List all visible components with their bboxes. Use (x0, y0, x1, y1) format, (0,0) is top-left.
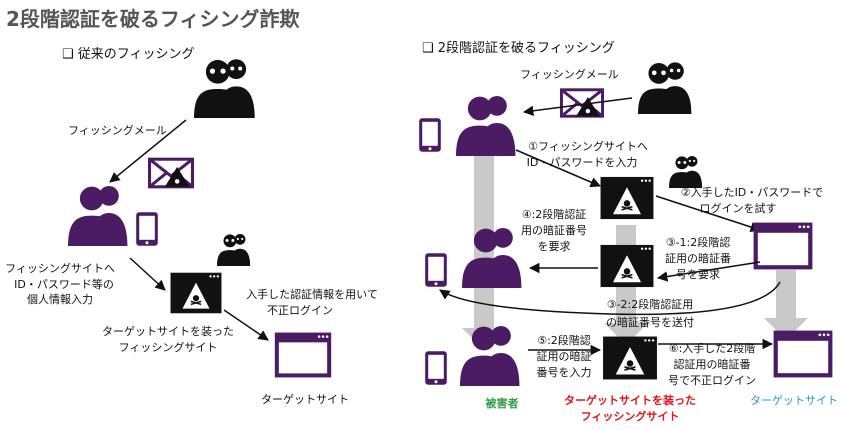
svg-text:フィッシングサイト: フィッシングサイト (581, 409, 680, 423)
left-phishing-site-icon (170, 272, 222, 314)
step1-arrow (515, 149, 601, 188)
svg-text:証用の暗証番: 証用の暗証番 (665, 251, 731, 265)
left-target-label: ターゲットサイト (261, 393, 349, 406)
left-target-site-icon (274, 332, 332, 378)
hacker-icon (669, 155, 703, 188)
step6-label: ⑥:入手した2段階 認証用の暗証番 号で不正ログイン (668, 341, 756, 387)
phishing-mail-icon (148, 157, 194, 189)
svg-text:②入手したID・パスワードで: ②入手したID・パスワードで (681, 185, 824, 199)
right-phishing-site-icon (600, 244, 654, 288)
svg-text:入手した認証情報を用いて: 入手した認証情報を用いて (246, 287, 378, 301)
step2-label: ②入手したID・パスワードで ログインを試す (681, 185, 824, 215)
smartphone-icon (136, 212, 158, 246)
step3-1-arrow (656, 261, 761, 282)
left-login-arrow (223, 309, 269, 341)
right-mail-label: フィッシングメール (520, 67, 619, 81)
left-input-label: フィッシングサイトへ ID・パスワード等の 個人情報入力 (5, 261, 115, 306)
victim-person-icon (68, 185, 128, 246)
victim-person-icon (460, 325, 520, 386)
right-target-site-icon (773, 330, 833, 378)
victim-label: 被害者 (486, 396, 519, 410)
hacker-icon (217, 233, 251, 266)
svg-text:番号を入力: 番号を入力 (537, 366, 592, 379)
svg-text:証用の暗証: 証用の暗証 (537, 349, 592, 363)
smartphone-icon (419, 118, 441, 152)
svg-text:ID・パスワードを入力: ID・パスワードを入力 (527, 156, 638, 169)
svg-text:ターゲットサイトを装った: ターゲットサイトを装った (564, 393, 696, 407)
svg-text:認証用の暗証番: 認証用の暗証番 (674, 357, 751, 371)
svg-text:を要求: を要求 (538, 240, 571, 253)
step1-label: ①フィッシングサイトへ ID・パスワードを入力 (527, 139, 648, 169)
left-mail-label: フィッシングメール (68, 123, 167, 137)
svg-text:ターゲットサイトを装った: ターゲットサイトを装った (102, 325, 234, 338)
step3-1-label: ③-1:2段階認 証用の暗証番 号を要求 (665, 235, 731, 281)
svg-text:⑤:2段階認: ⑤:2段階認 (537, 333, 591, 347)
step4-label: ④:2段階認証 用の暗証番号 を要求 (521, 207, 587, 253)
svg-text:⑥:入手した2段階: ⑥:入手した2段階 (669, 341, 756, 355)
svg-text:フィッシングサイトへ: フィッシングサイトへ (5, 261, 115, 275)
smartphone-icon (425, 253, 447, 287)
right-heading: ❑ 2段階認証を破るフィッシング (422, 40, 615, 56)
svg-text:③-2:2段階認証用: ③-2:2段階認証用 (607, 297, 694, 311)
svg-text:ログインを試す: ログインを試す (700, 201, 777, 215)
svg-text:ID・パスワード等の: ID・パスワード等の (14, 277, 114, 291)
right-phishing-site-icon (602, 336, 658, 380)
smartphone-icon (425, 351, 447, 385)
flow-arrow-target (764, 270, 808, 340)
step3-2-arrow (439, 281, 781, 316)
svg-text:個人情報入力: 個人情報入力 (27, 293, 93, 306)
right-target-site-icon (753, 222, 813, 270)
svg-text:号で不正ログイン: 号で不正ログイン (668, 373, 756, 387)
svg-text:①フィッシングサイトへ: ①フィッシングサイトへ (528, 139, 648, 153)
svg-text:の暗証番号を送付: の暗証番号を送付 (606, 315, 694, 329)
svg-text:号を要求: 号を要求 (676, 268, 720, 281)
left-reuse-label: 入手した認証情報を用いて 不正ログイン (246, 287, 378, 317)
phishing-site-label: ターゲットサイトを装った フィッシングサイト (564, 393, 696, 423)
hacker-icon (638, 62, 692, 114)
page-title: 2段階認証を破るフィシング詐欺 (6, 7, 300, 31)
svg-text:フィッシングサイト: フィッシングサイト (119, 340, 218, 354)
svg-text:③-1:2段階認: ③-1:2段階認 (666, 235, 731, 249)
left-fake-site-label: ターゲットサイトを装った フィッシングサイト (102, 325, 234, 354)
svg-text:④:2段階認証: ④:2段階認証 (522, 207, 587, 221)
victim-person-icon (456, 95, 516, 156)
left-mail-arrow (109, 119, 187, 183)
svg-text:不正ログイン: 不正ログイン (267, 303, 333, 317)
hacker-icon (194, 59, 255, 118)
svg-text:用の暗証番号: 用の暗証番号 (521, 223, 587, 237)
target-site-label: ターゲットサイト (750, 394, 838, 407)
left-heading: ❑ 従来のフィッシング (62, 47, 195, 62)
step3-2-label: ③-2:2段階認証用 の暗証番号を送付 (606, 297, 694, 329)
step2-arrow (655, 195, 761, 233)
right-mail-arrow (522, 97, 633, 116)
left-input-arrow (129, 257, 166, 291)
step5-label: ⑤:2段階認 証用の暗証 番号を入力 (537, 333, 592, 379)
right-phishing-site-icon (600, 176, 654, 220)
